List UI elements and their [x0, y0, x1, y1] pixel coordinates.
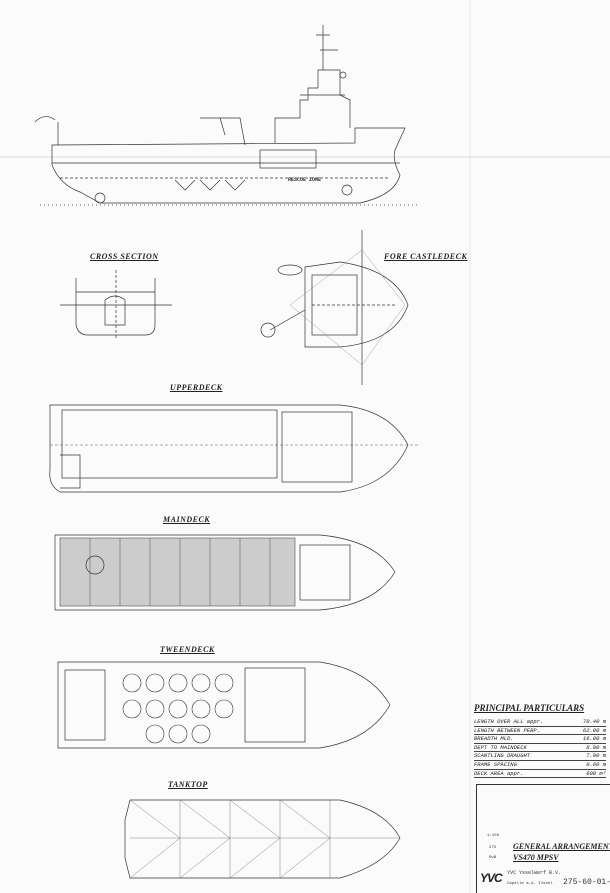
- particular-label: LENGTH BETWEEN PERP.: [474, 726, 541, 734]
- scale-value: 1:150: [487, 834, 500, 838]
- vessel-name: VS470 MPSV: [513, 853, 559, 862]
- particular-label: SCANTLING DRAUGHT: [474, 752, 531, 760]
- particular-value: 16.00 m: [582, 735, 606, 743]
- particular-value: 0.60 m: [586, 760, 606, 768]
- principal-particulars: PRINCIPAL PARTICULARS LENGTH OVER ALL ap…: [474, 703, 606, 779]
- fore-castledeck-view: [260, 230, 409, 385]
- particular-label: LENGTH OVER ALL appr.: [474, 718, 544, 725]
- particular-label: DECK AREA appr.: [474, 769, 524, 777]
- cross-section-title: CROSS SECTION: [90, 252, 159, 261]
- tweendeck-view: [57, 661, 391, 749]
- particular-row: BREADTH MLD. 16.00 m: [474, 735, 606, 744]
- company-location: Capelle a.d. IJssel: [507, 882, 553, 886]
- particular-value: 600 m²: [586, 769, 606, 777]
- particular-row: LENGTH BETWEEN PERP. 62.00 m: [474, 727, 606, 736]
- maindeck-title: MAINDECK: [163, 515, 211, 524]
- title-block: 1:150 275 RvB GENERAL ARRANGEMENT VS470 …: [476, 784, 610, 893]
- side-profile: [34, 25, 420, 206]
- upperdeck-title: UPPERDECK: [170, 383, 223, 392]
- tweendeck-title: TWEENDECK: [160, 645, 215, 654]
- rescue-zone-label: RESCUE ZONE: [288, 177, 322, 183]
- particular-row: SCANTLING DRAUGHT 7.00 m: [474, 752, 606, 761]
- particular-value: 62.00 m: [582, 726, 606, 734]
- principal-particulars-title: PRINCIPAL PARTICULARS: [474, 703, 585, 713]
- upperdeck-view: [49, 404, 420, 493]
- particular-value: 7.00 m: [586, 752, 606, 760]
- tanktop-view: [124, 799, 401, 879]
- tanktop-title: TANKTOP: [168, 780, 208, 789]
- particular-label: DEPT TO MAINDECK: [474, 743, 527, 751]
- drawing-number: 275-60-01-: [563, 878, 610, 887]
- fore-castledeck-title: FORE CASTLEDECK: [384, 252, 468, 261]
- particular-row: LENGTH OVER ALL appr. 70.40 m: [474, 718, 606, 727]
- particular-value: 70.40 m: [582, 718, 606, 725]
- maindeck-view: [54, 534, 396, 611]
- particular-value: 8.00 m: [586, 743, 606, 751]
- particular-label: BREADTH MLD.: [474, 735, 514, 743]
- particular-row: DEPT TO MAINDECK 8.00 m: [474, 744, 606, 753]
- particular-label: FRAME SPACING: [474, 760, 517, 768]
- drawn-by: RvB: [489, 856, 497, 860]
- yard-number: 275: [489, 846, 497, 850]
- cross-section-view: [60, 270, 172, 340]
- particular-row: DECK AREA appr. 600 m²: [474, 770, 606, 779]
- drawing-title: GENERAL ARRANGEMENT: [513, 842, 610, 851]
- yvc-logo: YVC: [480, 871, 503, 885]
- particular-row: FRAME SPACING 0.60 m: [474, 761, 606, 770]
- company-name: YVC Ysselwerf B.V.: [507, 870, 562, 876]
